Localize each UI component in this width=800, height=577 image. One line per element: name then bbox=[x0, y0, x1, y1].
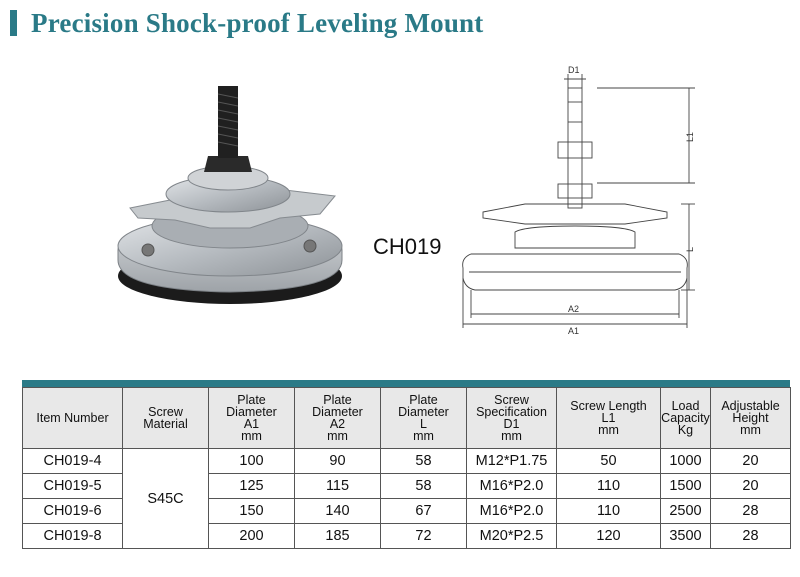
label-l1: L1 bbox=[685, 132, 695, 142]
cell-material: S45C bbox=[122, 448, 209, 549]
label-d1: D1 bbox=[568, 65, 580, 75]
cell-load: 2500 bbox=[660, 498, 711, 524]
cell-a1: 150 bbox=[208, 498, 295, 524]
cell-item: CH019-5 bbox=[22, 473, 123, 499]
table-row: CH019-6 150 140 67 M16*P2.0 110 2500 28 bbox=[22, 498, 791, 524]
cell-a2: 90 bbox=[294, 448, 381, 474]
cell-a1: 125 bbox=[208, 473, 295, 499]
cell-l: 58 bbox=[380, 473, 467, 499]
cell-d1: M16*P2.0 bbox=[466, 498, 557, 524]
cell-a2: 185 bbox=[294, 523, 381, 549]
table-row: CH019-8 200 185 72 M20*P2.5 120 3500 28 bbox=[22, 523, 791, 549]
cell-height: 20 bbox=[710, 448, 791, 474]
cell-height: 28 bbox=[710, 523, 791, 549]
cell-a2: 140 bbox=[294, 498, 381, 524]
technical-drawing: D1 L1 L A2 A1 bbox=[462, 65, 695, 336]
label-l: L bbox=[685, 247, 695, 252]
cell-l1: 50 bbox=[556, 448, 661, 474]
table-accent-bar bbox=[22, 380, 790, 387]
model-number: CH019 bbox=[373, 234, 442, 259]
table-row: CH019-4 S45C 100 90 58 M12*P1.75 50 1000… bbox=[22, 448, 791, 549]
product-photo bbox=[117, 86, 343, 304]
cell-l1: 110 bbox=[556, 498, 661, 524]
header-item-number: Item Number bbox=[22, 387, 123, 449]
cell-l1: 110 bbox=[556, 473, 661, 499]
cell-load: 1500 bbox=[660, 473, 711, 499]
title-accent-bar bbox=[10, 10, 17, 36]
cell-l: 72 bbox=[380, 523, 467, 549]
cell-d1: M16*P2.0 bbox=[466, 473, 557, 499]
cell-d1: M20*P2.5 bbox=[466, 523, 557, 549]
cell-height: 20 bbox=[710, 473, 791, 499]
cell-d1: M12*P1.75 bbox=[466, 448, 557, 474]
cell-height: 28 bbox=[710, 498, 791, 524]
table-row: CH019-5 125 115 58 M16*P2.0 110 1500 20 bbox=[22, 473, 791, 499]
cell-item: CH019-8 bbox=[22, 523, 123, 549]
cell-l1: 120 bbox=[556, 523, 661, 549]
page-title: Precision Shock-proof Leveling Mount bbox=[31, 7, 484, 38]
cell-item: CH019-6 bbox=[22, 498, 123, 524]
cell-load: 1000 bbox=[660, 448, 711, 474]
cell-item: CH019-4 bbox=[22, 448, 123, 474]
cell-load: 3500 bbox=[660, 523, 711, 549]
cell-a1: 200 bbox=[208, 523, 295, 549]
cell-l: 67 bbox=[380, 498, 467, 524]
label-a1: A1 bbox=[568, 326, 579, 336]
cell-l: 58 bbox=[380, 448, 467, 474]
title-bar: Precision Shock-proof Leveling Mount bbox=[10, 8, 483, 38]
label-a2: A2 bbox=[568, 304, 579, 314]
cell-a2: 115 bbox=[294, 473, 381, 499]
cell-a1: 100 bbox=[208, 448, 295, 474]
